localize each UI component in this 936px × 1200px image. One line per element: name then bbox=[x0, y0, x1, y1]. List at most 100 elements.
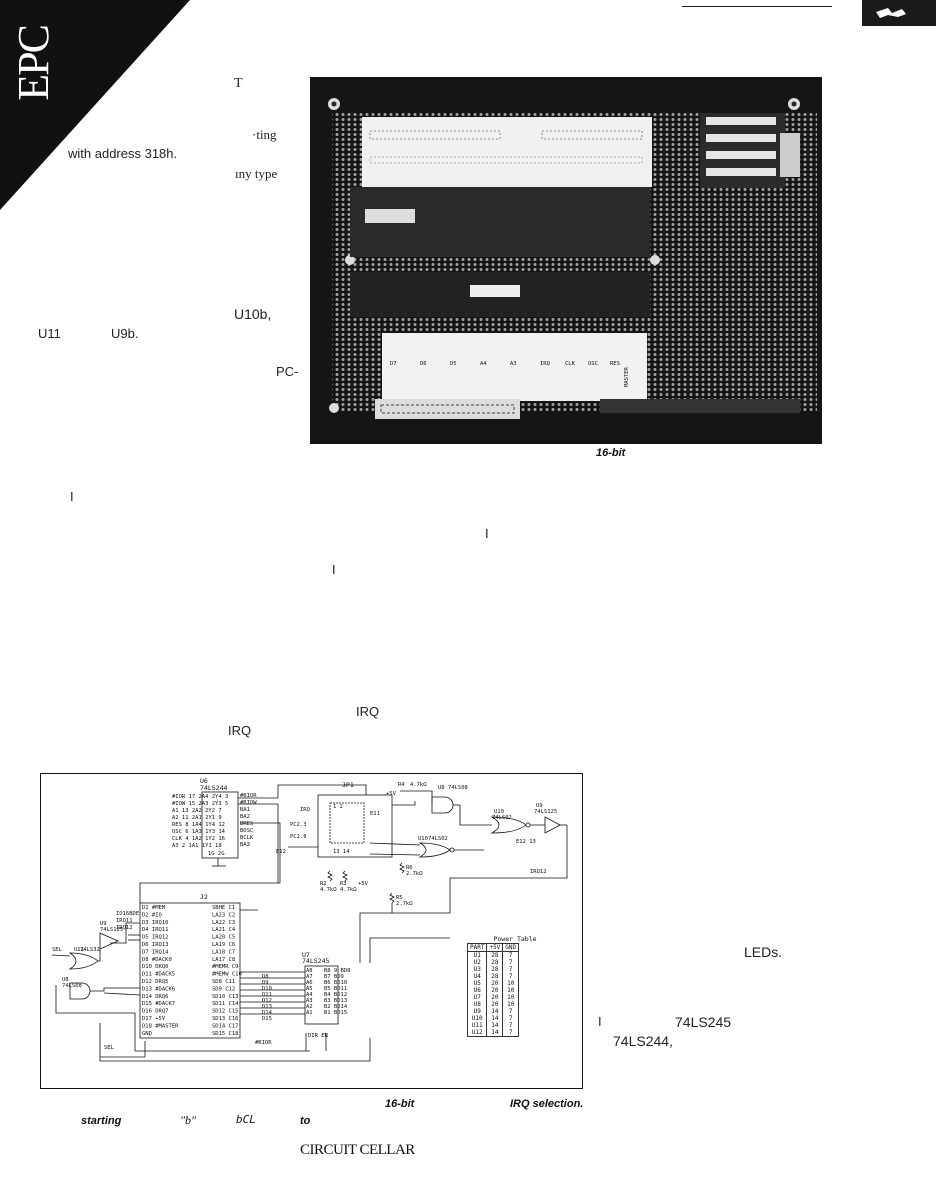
r5-value: 2.7kΩ bbox=[396, 901, 413, 907]
silk-clk: CLK bbox=[565, 361, 576, 367]
body-frag-5: IRQ bbox=[228, 723, 252, 738]
body-frag-2: I bbox=[485, 526, 489, 541]
caption-irq-selection: IRQ selection. bbox=[510, 1098, 584, 1110]
u6-pin-label: A1 13 2A2 2Y2 7 bbox=[172, 808, 222, 814]
u8-name: U8 bbox=[438, 785, 445, 791]
u8b-name: U8 bbox=[62, 977, 69, 983]
j2-right-pin: LA19 C6 bbox=[212, 942, 235, 948]
power-table-cell: 10 bbox=[502, 980, 520, 987]
u9b-part: 74LS125 bbox=[100, 927, 123, 933]
j2-right-pin: SBHE C1 bbox=[212, 905, 235, 911]
r4-rail: +5V bbox=[386, 791, 397, 797]
jp1-pc23: PC2.3 bbox=[290, 822, 307, 828]
jp1-irq: IRQ bbox=[300, 807, 310, 813]
jp1-e11: E11 bbox=[370, 811, 380, 817]
power-table-cell: U5 bbox=[467, 980, 488, 987]
u6-pin-label: #IOR 17 2A4 2Y4 3 bbox=[172, 794, 228, 800]
power-table-cell: U8 bbox=[467, 1001, 488, 1008]
u6-pin-label: #IOW 15 2A3 2Y3 5 bbox=[172, 801, 228, 807]
left-frag-5: U10b, bbox=[234, 306, 272, 322]
u7-b-pin: B3 BD13 bbox=[324, 998, 347, 1004]
u6-output-label: BA2 bbox=[240, 814, 250, 820]
j2-left-pin: D12 DRQ5 bbox=[142, 979, 169, 985]
silk-d6: D6 bbox=[420, 361, 427, 367]
u7-b-pin: B6 BD10 bbox=[324, 980, 347, 986]
u7-a-pin: A7 bbox=[306, 974, 313, 980]
j2-right-pin: SD11 C14 bbox=[212, 1001, 239, 1007]
u6-output-label: BCLK bbox=[240, 835, 254, 841]
sel-bottom: SEL bbox=[104, 1045, 115, 1051]
power-table-cell: 7 bbox=[502, 1008, 520, 1015]
u6-pin-label: RES 8 1A4 1Y4 12 bbox=[172, 822, 225, 828]
left-frag-8: PC- bbox=[276, 364, 299, 379]
power-table-cell: 28 bbox=[486, 951, 504, 959]
u6-pin-label: A3 2 1A1 1Y1 18 bbox=[172, 843, 222, 849]
right-frag-1: LEDs. bbox=[744, 944, 783, 960]
schematic-figure: U6 74LS244 #IOR 17 2A4 2Y4 3#IOW 15 2A3 … bbox=[40, 773, 583, 1089]
power-table-cell: U10 bbox=[467, 1015, 488, 1022]
u10a-part: 74LS02 bbox=[492, 815, 512, 821]
power-table-cell: 10 bbox=[502, 987, 520, 994]
power-table-cell: 7 bbox=[502, 966, 520, 973]
silk-a4: A4 bbox=[480, 361, 487, 367]
j2-left-pin: D14 DRQ6 bbox=[142, 994, 169, 1000]
u7-b-pin: B8 9 BD8 bbox=[324, 968, 351, 974]
left-frag-2: ·ting bbox=[252, 127, 277, 142]
j2-io-label: IO16BDE bbox=[116, 911, 139, 917]
j2-left-pin: D16 DRQ7 bbox=[142, 1009, 169, 1015]
u9a-name: U9 bbox=[536, 803, 543, 809]
u7-part: 74LS245 bbox=[302, 957, 329, 965]
u6-name: U6 bbox=[200, 777, 208, 785]
j2-left-pin: D13 #DACK6 bbox=[142, 986, 175, 992]
j2-left-pin: D2 #IO bbox=[142, 912, 162, 918]
power-table-cell: U12 bbox=[467, 1029, 488, 1037]
power-table-cell: U11 bbox=[467, 1022, 488, 1029]
silk-irq: IRQ bbox=[540, 361, 550, 367]
u7-name: U7 bbox=[302, 951, 310, 959]
j2-right-pin: SD14 C17 bbox=[212, 1023, 239, 1029]
power-table-cell: 7 bbox=[502, 951, 520, 959]
power-table-cell: U9 bbox=[467, 1008, 488, 1015]
j2-right-pin: LA18 C7 bbox=[212, 949, 235, 955]
header-rule bbox=[682, 6, 832, 7]
power-table-cell: 14 bbox=[486, 1029, 504, 1037]
header-logo-icon bbox=[862, 0, 936, 26]
caption-starting: starting bbox=[81, 1115, 122, 1127]
j2-left-pin: D8 #DACK0 bbox=[142, 957, 172, 963]
j2-io-label: IRQ11 bbox=[116, 918, 133, 924]
left-frag-6: U11 bbox=[38, 326, 61, 341]
u7-a-pin: A4 bbox=[306, 992, 313, 998]
j2-right-pin: SD13 C16 bbox=[212, 1016, 239, 1022]
j2-left-pin: D3 IRQ10 bbox=[142, 920, 169, 926]
silk-d7: D7 bbox=[390, 361, 397, 367]
power-table-cell: 7 bbox=[502, 959, 520, 966]
j2-right-pin: SD15 C18 bbox=[212, 1031, 239, 1037]
u7-a-pin: A1 bbox=[306, 1010, 313, 1016]
j2-data-label: D14 bbox=[262, 1010, 273, 1016]
power-table-cell: 7 bbox=[502, 973, 520, 980]
u6-output-label: BA3 bbox=[240, 842, 250, 848]
u6-pin-label: A2 11 2A1 2Y1 9 bbox=[172, 815, 222, 821]
caption-to: to bbox=[300, 1115, 311, 1127]
u6-output-label: BRES bbox=[240, 821, 253, 827]
u11-name: U11 bbox=[74, 947, 84, 953]
power-table-title: Power Table bbox=[493, 935, 537, 943]
u7-b-pin: B5 BD11 bbox=[324, 986, 347, 992]
power-table-cell: 14 bbox=[486, 1015, 504, 1022]
u7-a-pin: A8 bbox=[306, 968, 313, 974]
power-table-cell: U2 bbox=[467, 959, 488, 966]
j2-left-pin: D7 IRQ14 bbox=[142, 949, 169, 955]
u6-output-label: BOSC bbox=[240, 828, 253, 834]
u7-bior: #BIOR bbox=[255, 1040, 272, 1046]
power-table-cell: 20 bbox=[486, 994, 504, 1001]
power-table-cell: U4 bbox=[467, 973, 488, 980]
u7-a-pin: A5 bbox=[306, 986, 313, 992]
